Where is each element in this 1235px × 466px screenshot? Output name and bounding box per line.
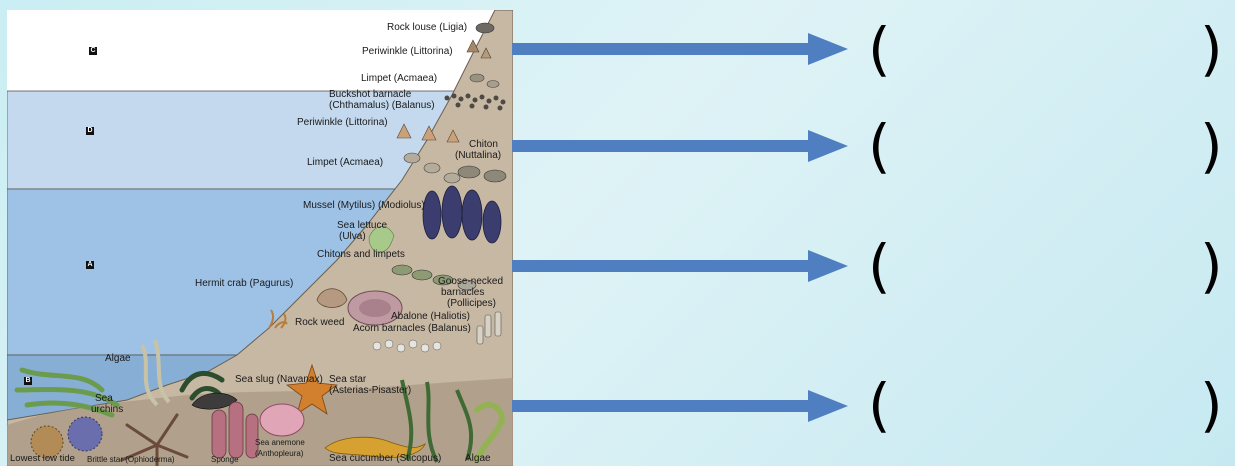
arrow-zone-d	[512, 130, 848, 162]
sea-urchin-shape	[68, 417, 102, 451]
label-buckshot-barnacle: Buckshot barnacle	[329, 89, 411, 100]
answer-3-close-paren: )	[1200, 237, 1223, 295]
label-mussel: Mussel (Mytilus) (Modiolus)	[303, 200, 425, 211]
chiton-shape	[392, 265, 412, 275]
intertidal-zone-diagram: C D A B Rock louse (Ligia) Periwinkle (L…	[7, 10, 513, 466]
label-sea-lettuce-genus: (Ulva)	[339, 231, 366, 242]
label-chiton-genus: (Nuttalina)	[455, 150, 501, 161]
label-lowest-tide: Lowest low tide	[10, 453, 75, 464]
label-goose-barnacles: barnacles	[441, 287, 484, 298]
zone-letter-d: D	[86, 127, 94, 135]
rock-louse-shape	[476, 23, 494, 33]
label-brittle-star: Brittle star (Ophioderma)	[87, 454, 175, 465]
limpet-shape	[424, 163, 440, 173]
label-sea-lettuce: Sea lettuce	[337, 220, 387, 231]
label-hermit-crab: Hermit crab (Pagurus)	[195, 278, 293, 289]
label-algae-right: Algae	[465, 453, 491, 464]
answer-3-open-paren: (	[868, 237, 891, 295]
label-sea-star-genus: (Asterias-Pisaster)	[329, 385, 411, 396]
label-sea-urchins: Sea	[95, 393, 113, 404]
label-rock-weed: Rock weed	[295, 317, 344, 328]
label-periwinkle-middle: Periwinkle (Littorina)	[297, 117, 388, 128]
label-sea-urchins-2: urchins	[91, 404, 123, 415]
limpet-shape	[487, 81, 499, 88]
label-buckshot-genus: (Chthamalus) (Balanus)	[329, 100, 435, 111]
label-limpet-upper: Limpet (Acmaea)	[361, 73, 437, 84]
label-sea-star: Sea star	[329, 374, 366, 385]
zone-letter-a: A	[86, 261, 94, 269]
label-periwinkle-upper: Periwinkle (Littorina)	[362, 46, 453, 57]
label-acorn-barnacles: Acorn barnacles (Balanus)	[353, 323, 471, 334]
label-sea-anemone: Sea anemone	[255, 437, 305, 448]
chiton-shape	[458, 166, 480, 178]
arrow-zone-a	[512, 250, 848, 282]
label-chiton: Chiton	[469, 139, 498, 150]
label-sponge: Sponge	[211, 454, 239, 465]
label-algae-left: Algae	[105, 353, 131, 364]
sea-anemone-shape	[260, 404, 304, 436]
label-sea-anemone-genus: (Anthopleura)	[255, 448, 303, 459]
chiton-shape	[412, 270, 432, 280]
limpet-shape	[404, 153, 420, 163]
arrow-zone-b	[512, 390, 848, 422]
answer-1-close-paren: )	[1200, 20, 1223, 78]
label-chitons-limpets: Chitons and limpets	[317, 249, 405, 260]
arrow-zone-c	[512, 33, 848, 65]
chiton-shape	[484, 170, 506, 182]
zone-letter-b: B	[24, 377, 32, 385]
answer-4-open-paren: (	[868, 376, 891, 434]
limpet-shape	[470, 74, 484, 82]
label-goose-necked: Goose-necked	[438, 276, 503, 287]
label-sea-slug: Sea slug (Navanax)	[235, 374, 323, 385]
answer-2-open-paren: (	[868, 117, 891, 175]
label-rock-louse: Rock louse (Ligia)	[387, 22, 467, 33]
label-abalone: Abalone (Haliotis)	[391, 311, 470, 322]
label-goose-genus: (Pollicipes)	[447, 298, 496, 309]
zone-letter-c: C	[89, 47, 97, 55]
answer-4-close-paren: )	[1200, 376, 1223, 434]
label-limpet-middle: Limpet (Acmaea)	[307, 157, 383, 168]
limpet-shape	[444, 173, 460, 183]
answer-2-close-paren: )	[1200, 117, 1223, 175]
label-sea-cucumber: Sea cucumber (Sticopus)	[329, 453, 441, 464]
answer-1-open-paren: (	[868, 20, 891, 78]
